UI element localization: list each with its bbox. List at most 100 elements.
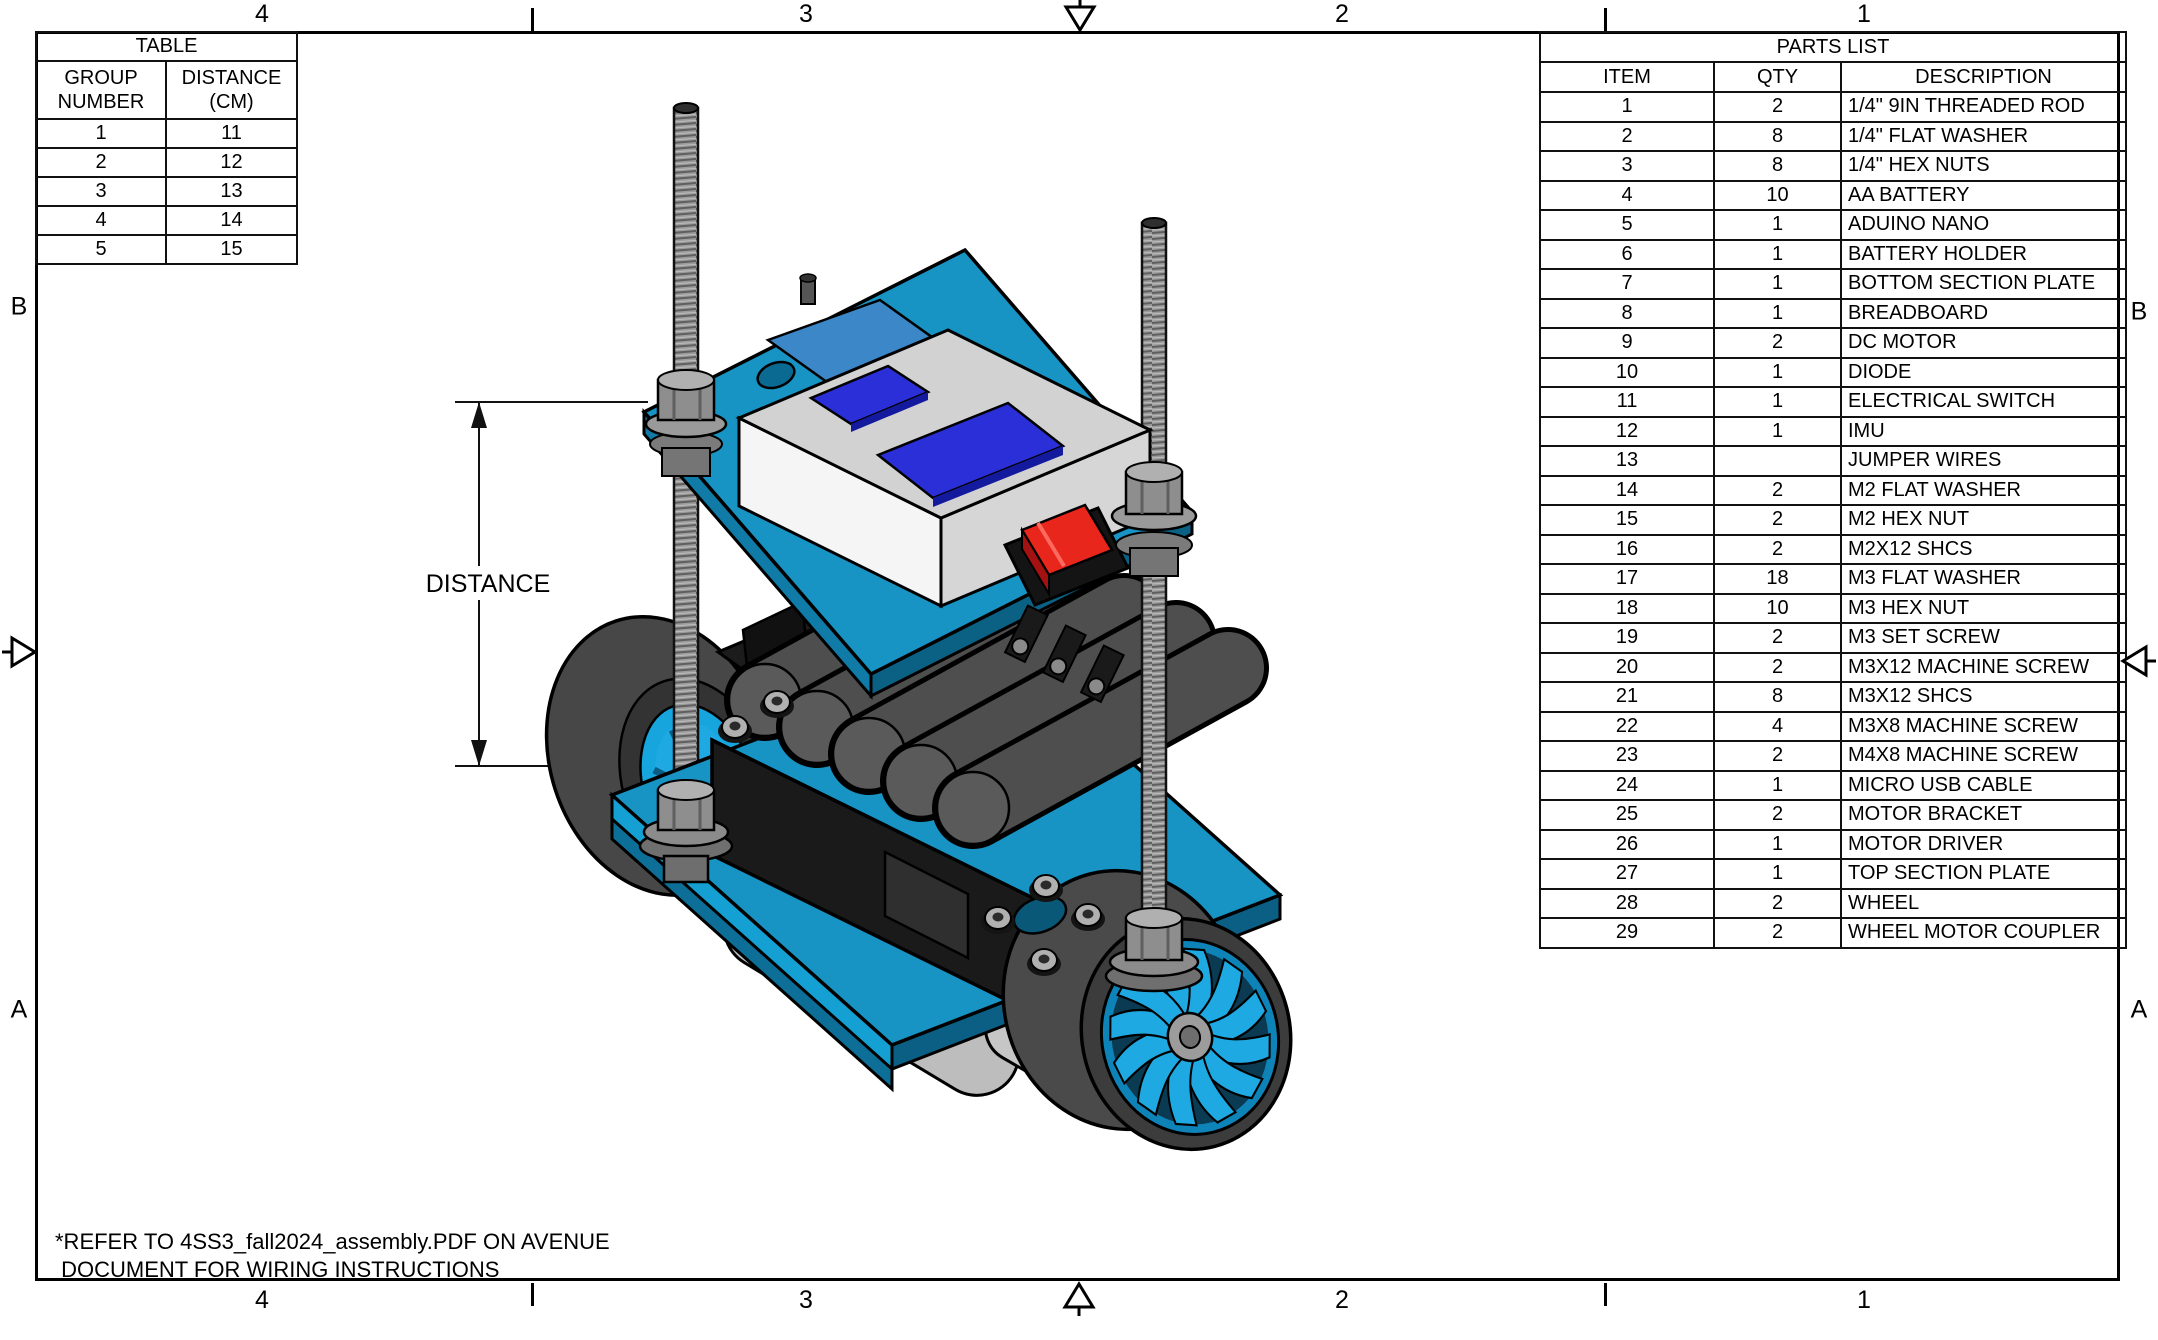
qty-cell: 2 <box>1713 327 1842 359</box>
qty-cell: 2 <box>1713 917 1842 949</box>
item-cell: 26 <box>1539 828 1715 860</box>
zone-tick <box>1604 8 1607 31</box>
qty-cell: 1 <box>1713 415 1842 447</box>
zone-column-label-bottom: 4 <box>255 1286 269 1314</box>
qty-header: QTY <box>1713 61 1842 93</box>
zone-row-label-right: A <box>2130 995 2148 1024</box>
connector-tabs <box>1003 604 1125 704</box>
qty-cell: 2 <box>1713 651 1842 683</box>
item-cell: 2 <box>1539 120 1715 152</box>
qty-cell: 10 <box>1713 179 1842 211</box>
qty-cell: 1 <box>1713 209 1842 241</box>
description-cell: WHEEL MOTOR COUPLER <box>1840 917 2127 949</box>
zone-row-label-right: B <box>2130 297 2148 326</box>
description-cell: M3 HEX NUT <box>1840 592 2127 624</box>
top-section-plate <box>641 247 1198 704</box>
distance-cell: 13 <box>165 176 298 207</box>
zone-tick <box>531 8 534 31</box>
wiring-note-line1: *REFER TO 4SS3_fall2024_assembly.PDF ON … <box>55 1229 610 1254</box>
description-cell: M3X8 MACHINE SCREW <box>1840 710 2127 742</box>
item-cell: 10 <box>1539 356 1715 388</box>
distance-header: DISTANCE(CM) <box>165 60 298 120</box>
group-table-title: TABLE <box>35 31 298 62</box>
item-cell: 1 <box>1539 91 1715 123</box>
button-screw <box>1071 903 1105 931</box>
group-number-cell: 2 <box>35 147 167 178</box>
button-screw <box>760 690 794 718</box>
item-cell: 24 <box>1539 769 1715 801</box>
group-number-cell: 3 <box>35 176 167 207</box>
qty-cell: 8 <box>1713 150 1842 182</box>
item-cell: 18 <box>1539 592 1715 624</box>
distance-cell: 11 <box>165 118 298 149</box>
item-cell: 21 <box>1539 681 1715 713</box>
zone-row-label-left: B <box>10 292 28 321</box>
item-cell: 4 <box>1539 179 1715 211</box>
qty-cell: 1 <box>1713 268 1842 300</box>
description-cell: BOTTOM SECTION PLATE <box>1840 268 2127 300</box>
hex-nut-top-right <box>1110 461 1198 577</box>
distance-dimension-label: DISTANCE <box>426 570 551 598</box>
item-cell: 8 <box>1539 297 1715 329</box>
distance-cell: 12 <box>165 147 298 178</box>
bottom-plate-hardware <box>638 690 1204 993</box>
item-cell: 14 <box>1539 474 1715 506</box>
distance-cell: 15 <box>165 234 298 265</box>
group-number-cell: 4 <box>35 205 167 236</box>
hex-nut-top-left <box>644 369 728 477</box>
zone-column-label-top: 1 <box>1857 0 1871 28</box>
zone-column-label-bottom: 2 <box>1335 1286 1349 1314</box>
description-cell: ADUINO NANO <box>1840 209 2127 241</box>
description-cell: MOTOR BRACKET <box>1840 799 2127 831</box>
button-screw <box>718 715 752 743</box>
zone-row-label-left: A <box>10 995 28 1024</box>
breadboard <box>735 328 1154 609</box>
description-cell: DC MOTOR <box>1840 327 2127 359</box>
zone-column-label-bottom: 1 <box>1857 1286 1871 1314</box>
wiring-note: *REFER TO 4SS3_fall2024_assembly.PDF ON … <box>55 1228 610 1284</box>
button-screw <box>981 906 1015 934</box>
zone-tick <box>531 1283 534 1306</box>
button-screw <box>1027 948 1061 976</box>
item-cell: 15 <box>1539 504 1715 536</box>
description-cell: M3 SET SCREW <box>1840 622 2127 654</box>
description-cell: M2 HEX NUT <box>1840 504 2127 536</box>
parts-list-title: PARTS LIST <box>1539 31 2127 63</box>
distance-cell: 14 <box>165 205 298 236</box>
right-threaded-rod <box>1140 217 1168 992</box>
distance-dimension: DISTANCE <box>424 401 652 767</box>
zone-column-label-top: 3 <box>799 0 813 28</box>
power-switch <box>1002 503 1131 607</box>
description-cell: M3 FLAT WASHER <box>1840 563 2127 595</box>
hex-nut-bottom-left <box>638 779 734 884</box>
description-cell: M3X12 SHCS <box>1840 681 2127 713</box>
button-screw <box>1029 874 1063 902</box>
qty-cell: 1 <box>1713 769 1842 801</box>
zone-column-label-top: 4 <box>255 0 269 28</box>
zone-tick <box>1604 1283 1607 1306</box>
zone-column-label-top: 2 <box>1335 0 1349 28</box>
description-cell: 1/4" FLAT WASHER <box>1840 120 2127 152</box>
